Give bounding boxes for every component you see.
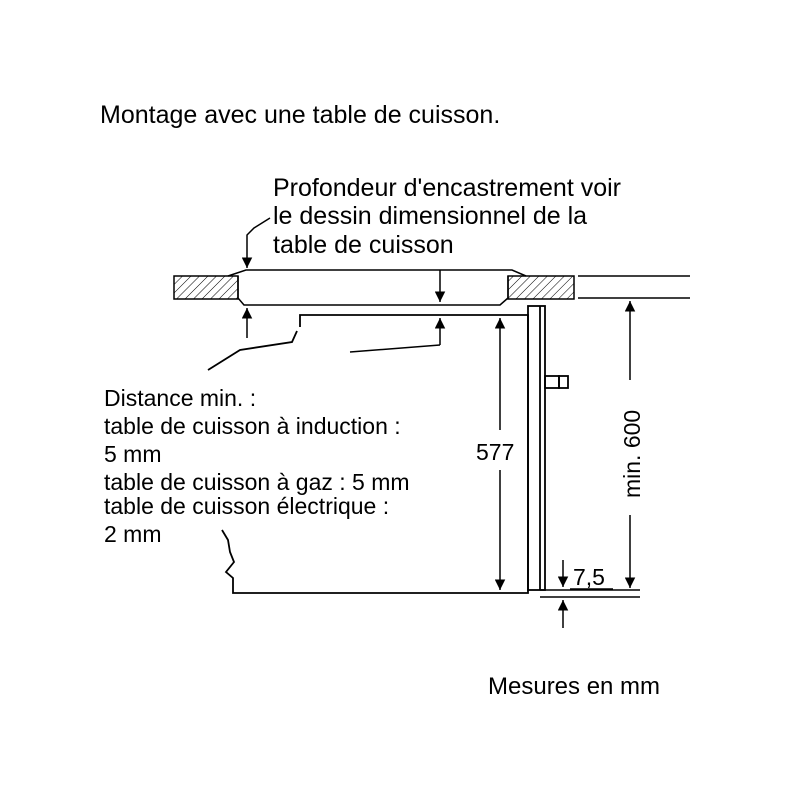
units-note: Mesures en mm — [488, 673, 660, 700]
depth-note-line-2: le dessin dimensionnel de la — [273, 202, 587, 230]
diagram-title: Montage avec une table de cuisson. — [100, 101, 500, 129]
distance-note-line-1: Distance min. : — [104, 385, 256, 411]
base-lines — [540, 589, 640, 598]
countertop-right — [507, 275, 575, 300]
depth-note: Profondeur d'encastrement voir le dessin… — [273, 174, 628, 259]
depth-note-line-1: Profondeur d'encastrement voir — [273, 174, 621, 202]
countertop — [173, 275, 575, 300]
distance-note-line-6: 2 mm — [104, 521, 162, 547]
distance-note-line-5: table de cuisson électrique : — [104, 493, 389, 519]
depth-note-line-3: table de cuisson — [273, 231, 454, 259]
oven-body — [207, 314, 529, 594]
distance-note-line-2: table de cuisson à induction : — [104, 413, 401, 439]
distance-note-line-4: table de cuisson à gaz : 5 mm — [104, 469, 410, 495]
dimension-gap — [557, 560, 613, 628]
depth-arrow — [241, 217, 271, 268]
dimension-600-label: min. 600 — [619, 410, 645, 498]
distance-arrows — [241, 270, 446, 353]
wall-lines — [578, 275, 690, 299]
distance-note-line-3: 5 mm — [104, 441, 162, 467]
oven-door — [527, 305, 569, 591]
dimension-gap-label: 7,5 — [573, 564, 605, 590]
door-knob-tip — [558, 375, 569, 389]
countertop-left — [173, 275, 239, 300]
door-knob — [544, 375, 560, 389]
cooktop — [227, 269, 527, 306]
distance-note: Distance min. : table de cuisson à induc… — [104, 385, 416, 547]
dimension-577-label: 577 — [476, 439, 514, 465]
